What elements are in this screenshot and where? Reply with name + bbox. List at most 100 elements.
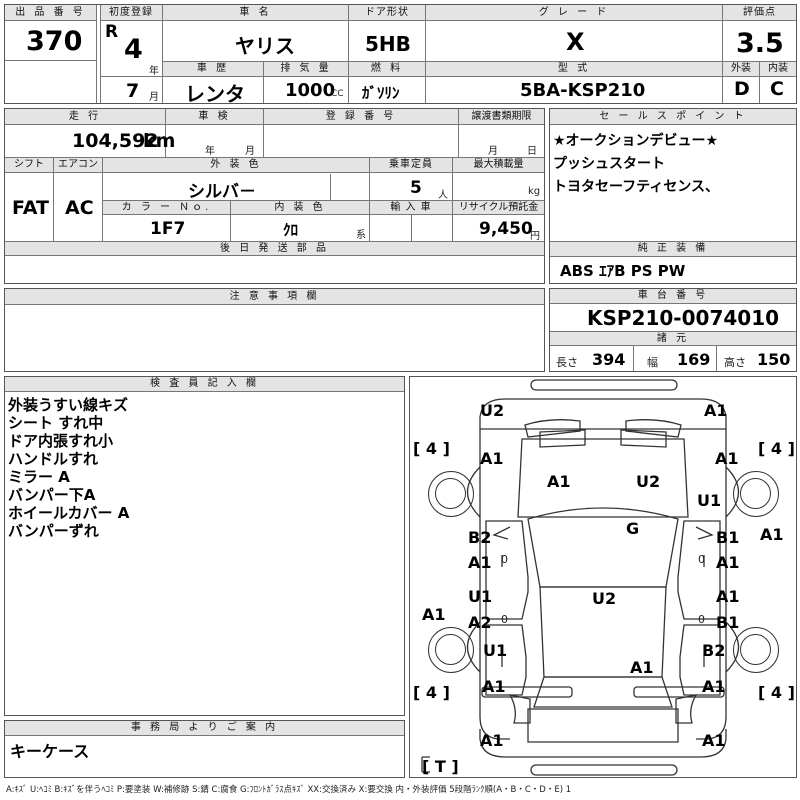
tire-tread-fl: [ 4 ] <box>413 439 450 458</box>
shift-label: シフト <box>5 158 53 173</box>
mark-trunk: A1 <box>630 658 654 677</box>
history-label: 車 歴 <box>163 62 263 77</box>
car-name: ヤリス <box>235 34 295 58</box>
tire-rear-left <box>428 627 474 673</box>
interior-color: ｸﾛ <box>283 221 299 239</box>
inspector-note: バンパー下A <box>8 486 96 504</box>
mark-left-door-rear-top: U1 <box>468 587 493 606</box>
caution-section <box>4 288 545 372</box>
mark-right-door-front-top: B1 <box>716 528 740 547</box>
reg-month: 7 <box>126 80 140 102</box>
mark-windshield: G <box>626 519 640 538</box>
chassis-section <box>549 288 797 372</box>
mark-right-door-rear-bottom: B1 <box>716 613 740 632</box>
spare-tire: [ T ] <box>422 757 459 776</box>
door-type: 5HB <box>365 32 411 56</box>
sales-point: プッシュスタート <box>553 156 665 172</box>
transfer-label: 譲渡書類期限 <box>459 109 544 125</box>
inspector-note: シート すれ中 <box>8 414 104 432</box>
inspection-month: 月 <box>245 146 255 157</box>
height: 150 <box>757 350 791 369</box>
inspector-note: ホイールカバー A <box>8 504 130 522</box>
genuine-label: 純 正 装 備 <box>550 242 796 257</box>
mark-left-quarter: U1 <box>483 641 508 660</box>
inspection-label: 車 検 <box>166 109 263 125</box>
recycle-unit: 円 <box>530 231 540 242</box>
mark-front-left: U2 <box>480 401 505 420</box>
vehicle-info-section <box>4 108 545 284</box>
fuel: ｶﾞｿﾘﾝ <box>362 84 400 102</box>
color-label: 外 装 色 <box>103 158 369 173</box>
mark-right-door-rear-top: A1 <box>716 587 740 606</box>
tire-tread-rr: [ 4 ] <box>758 683 795 702</box>
car-diagram: [ 4 ] [ 4 ] [ 4 ] [ 4 ] [ T ] U2 A1 A1 A… <box>409 376 797 778</box>
mark-right-front-fender: A1 <box>715 449 739 468</box>
mark-pillar-zero: 0 <box>698 613 705 626</box>
model-code: 5BA-KSP210 <box>520 80 646 101</box>
air-conditioner: AC <box>65 197 94 219</box>
mark-pillar-zero: 0 <box>501 613 508 626</box>
mark-right-side-far: A1 <box>760 525 784 544</box>
sales-label: セ ー ル ス ポ イ ン ト <box>550 109 796 125</box>
mark-left-rear-lamp: A1 <box>482 677 506 696</box>
width: 169 <box>677 350 711 369</box>
fuel-label: 燃 料 <box>349 62 425 77</box>
header-section <box>4 4 797 104</box>
reg-number-label: 登 録 番 号 <box>264 109 458 125</box>
chassis-label: 車 台 番 号 <box>550 289 796 304</box>
mark-hood-right: U2 <box>636 472 661 491</box>
inspector-section <box>4 376 405 716</box>
office-label: 事 務 局 よ り ご 案 内 <box>5 721 404 736</box>
mark-left-door-front-top: B2 <box>468 528 492 547</box>
year-unit: 年 <box>149 66 159 77</box>
inspector-note: ドア内張すれ小 <box>8 432 114 450</box>
interior-unit: 系 <box>356 230 366 241</box>
legend: A:ｷｽﾞ U:ﾍｺﾐ B:ｷｽﾞを伴うﾍｺﾐ P:要塗装 W:補修跡 S:錆 … <box>6 785 572 795</box>
grade: X <box>566 28 585 56</box>
sales-points-section <box>549 108 797 284</box>
inspector-label: 検 査 員 記 入 欄 <box>5 377 404 392</box>
ext-label: 外装 <box>723 62 759 77</box>
mark-pillar-zero: 0 <box>698 553 705 566</box>
dims-label: 諸 元 <box>550 332 796 346</box>
transfer-day: 日 <box>527 146 537 157</box>
reg-year: 4 <box>124 34 143 65</box>
score: 3.5 <box>736 28 784 59</box>
score-label: 評価点 <box>723 5 796 21</box>
mark-right-fender-lower: U1 <box>697 491 722 510</box>
disp-unit: CC <box>331 89 344 99</box>
load-label: 最大積載量 <box>453 158 544 173</box>
era: R <box>105 22 119 42</box>
mark-left-door-rear-bottom: A2 <box>468 613 492 632</box>
inspector-note: 外装うすい線キズ <box>8 396 129 414</box>
mileage: 104,592 <box>72 130 159 152</box>
sales-point: トヨタセーフティセンス、 <box>553 179 720 195</box>
mark-right-rear-lamp: A1 <box>702 677 726 696</box>
color-no-label: カ ラ ー Ｎｏ. <box>103 201 230 215</box>
genuine-equipment: ABS ｴｱB PS PW <box>560 262 686 280</box>
grade-label: グ レ ー ド <box>426 5 722 21</box>
inspector-note: ハンドルすれ <box>8 450 99 468</box>
capacity: 5 <box>410 178 422 198</box>
model-label: 型 式 <box>426 62 722 77</box>
interior-grade: C <box>770 78 784 100</box>
color-number: 1F7 <box>150 219 186 239</box>
mark-right-door-front-bottom: A1 <box>716 553 740 572</box>
lot-label: 出 品 番 号 <box>5 5 96 21</box>
mark-left-front-fender: A1 <box>480 449 504 468</box>
exterior-grade: D <box>734 78 750 100</box>
tire-front-left <box>428 471 474 517</box>
mark-rear-left: A1 <box>480 731 504 750</box>
mileage-label: 走 行 <box>5 109 165 125</box>
mark-right-quarter: B2 <box>702 641 726 660</box>
sales-point: ★オークションデビュー★ <box>553 133 719 149</box>
height-label: 高さ <box>724 356 746 369</box>
capacity-unit: 人 <box>438 190 448 201</box>
chassis-number: KSP210-0074010 <box>587 306 780 330</box>
recycle-fee: 9,450 <box>479 219 533 239</box>
office-section <box>4 720 405 778</box>
mark-left-door-front-bottom: A1 <box>468 553 492 572</box>
recycle-label: リサイクル預託金 <box>453 201 544 215</box>
ac-label: エアコン <box>54 158 102 173</box>
lot-number: 370 <box>26 26 83 57</box>
